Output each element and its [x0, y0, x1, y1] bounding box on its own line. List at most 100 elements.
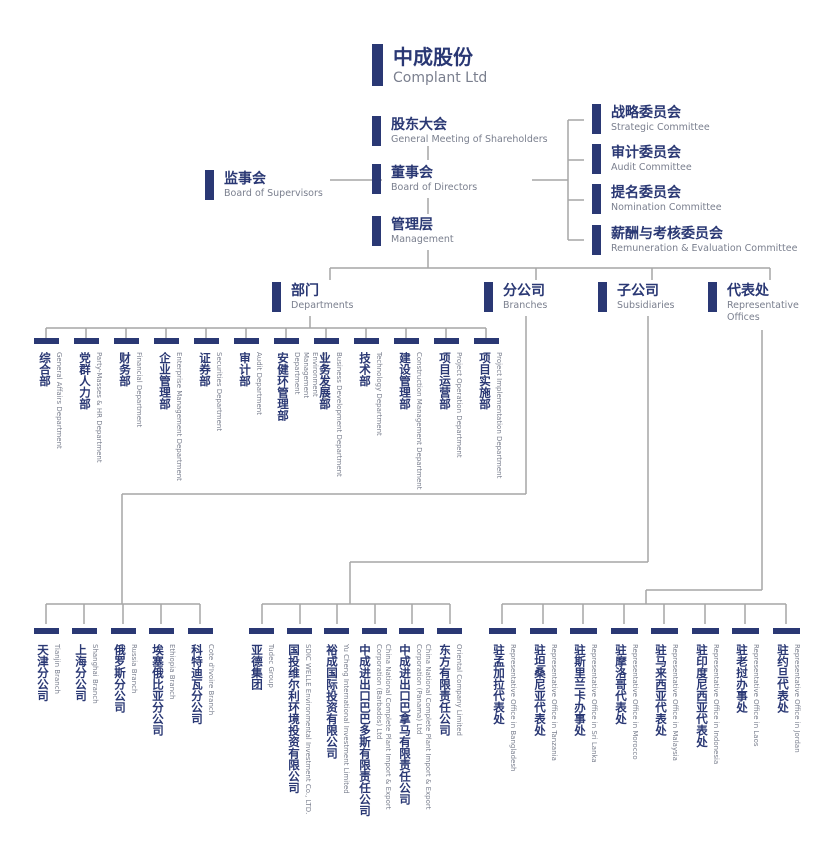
node-label-cn: 股东大会 — [391, 117, 447, 133]
office-name-cn: 驻约旦代表处 — [776, 644, 790, 713]
department-name-en: Project Operation Department — [455, 352, 463, 458]
department-name-en: Financial Department — [135, 352, 143, 428]
subsidiary-item: 中成进出口巴巴多斯有限责任公司 China National Complete … — [358, 644, 392, 834]
node-label-en: Board of Supervisors — [224, 188, 323, 199]
accent-bar — [592, 104, 601, 134]
category-offices: 代表处 Representative Offices — [708, 282, 823, 324]
accent-bar — [592, 184, 601, 214]
company-name-en: Complant Ltd — [393, 70, 488, 86]
committee-remuneration: 薪酬与考核委员会 Remuneration & Evaluation Commi… — [592, 225, 797, 255]
subsidiary-name-en: Tudec Group — [267, 644, 275, 688]
node-label-en: Board of Directors — [391, 182, 478, 193]
office-marker — [489, 628, 516, 634]
office-name-en: Representative Office in Jordan — [793, 644, 801, 753]
branch-name-en: Ethiopia Branch — [168, 644, 176, 700]
branch-item: 天津分公司 Tianjin Branch — [36, 644, 61, 702]
department-name-cn: 安健环管理部 — [276, 352, 290, 421]
department-item: 综合部 General Affairs Department — [38, 352, 63, 449]
department-item: 技术部 Technology Department — [358, 352, 383, 436]
subsidiary-marker — [249, 628, 274, 634]
department-item: 项目运营部 Project Operation Department — [438, 352, 463, 458]
office-item: 驻孟加拉代表处 Representative Office in Banglad… — [492, 644, 517, 771]
node-label-en: Management — [391, 234, 454, 245]
node-label-cn: 董事会 — [391, 165, 433, 181]
department-item: 审计部 Audit Department — [238, 352, 263, 415]
office-name-en: Representative Office in Morocco — [631, 644, 639, 760]
dept-marker — [394, 338, 419, 344]
department-name-en: Enterprise Management Department — [175, 352, 183, 481]
dept-marker — [194, 338, 219, 344]
subsidiary-name-en: China National Complete Plant Import & E… — [375, 644, 392, 810]
department-name-en: Party-Masses & HR Department — [95, 352, 103, 463]
subsidiary-item: 裕成国际投资有限公司 Yu Cheng International Invest… — [325, 644, 350, 794]
accent-bar — [372, 164, 381, 194]
subsidiary-item: 国投维尔利环境投资有限公司 SDIC WELLE Environmental I… — [287, 644, 312, 814]
subsidiary-marker — [399, 628, 424, 634]
board-node: 董事会 Board of Directors — [372, 164, 477, 194]
node-label-cn: 部门 — [291, 283, 319, 299]
node-label-en: Branches — [503, 300, 548, 311]
dept-marker — [154, 338, 179, 344]
department-name-cn: 审计部 — [238, 352, 252, 387]
department-name-en: Technology Department — [375, 352, 383, 436]
subsidiary-name-cn: 亚德集团 — [250, 644, 264, 690]
branch-name-en: Russia Branch — [130, 644, 138, 694]
node-label-en: Nomination Committee — [611, 202, 722, 213]
company-node: 中成股份 Complant Ltd — [372, 44, 487, 86]
node-label-cn: 分公司 — [503, 283, 545, 299]
office-marker — [651, 628, 678, 634]
category-branches: 分公司 Branches — [484, 282, 547, 312]
subsidiary-name-en: SDIC WELLE Environmental Investment Co.,… — [304, 644, 312, 815]
department-item: 业务发展部 Business Development Department — [318, 352, 343, 477]
subsidiary-marker — [287, 628, 312, 634]
department-name-cn: 综合部 — [38, 352, 52, 387]
office-item: 驻约旦代表处 Representative Office in Jordan — [776, 644, 801, 753]
branch-name-cn: 埃塞俄比亚分公司 — [151, 644, 165, 736]
office-name-cn: 驻老挝办事处 — [735, 644, 749, 713]
department-item: 项目实施部 Project Implementation Department — [478, 352, 503, 478]
office-name-cn: 驻印度尼西亚代表处 — [695, 644, 709, 748]
branch-marker — [188, 628, 213, 634]
committee-strategic: 战略委员会 Strategic Committee — [592, 104, 710, 134]
subsidiary-name-cn: 东方有限责任公司 — [438, 644, 452, 736]
office-item: 驻斯里兰卡办事处 Representative Office in Sri La… — [573, 644, 598, 763]
department-item: 建设管理部 Construction Management Department — [398, 352, 423, 490]
subsidiary-name-cn: 中成进出口巴拿马有限责任公司 — [398, 644, 412, 805]
office-marker — [692, 628, 719, 634]
dept-marker — [114, 338, 139, 344]
branch-marker — [149, 628, 174, 634]
office-item: 驻印度尼西亚代表处 Representative Office in Indon… — [695, 644, 720, 764]
accent-bar — [592, 225, 601, 255]
office-item: 驻坦桑尼亚代表处 Representative Office in Tanzan… — [533, 644, 558, 761]
node-label-en: Remuneration & Evaluation Committee — [611, 243, 798, 254]
node-label-cn: 代表处 — [727, 283, 769, 299]
office-name-cn: 驻斯里兰卡办事处 — [573, 644, 587, 736]
node-label-cn: 审计委员会 — [611, 145, 681, 161]
department-name-cn: 项目运营部 — [438, 352, 452, 410]
category-departments: 部门 Departments — [272, 282, 353, 312]
branch-item: 埃塞俄比亚分公司 Ethiopia Branch — [151, 644, 176, 736]
node-label-en: General Meeting of Shareholders — [391, 134, 548, 145]
subsidiary-marker — [437, 628, 462, 634]
office-item: 驻摩洛哥代表处 Representative Office in Morocco — [614, 644, 639, 760]
node-label-en: Departments — [291, 300, 354, 311]
node-label-en: Strategic Committee — [611, 122, 710, 133]
accent-bar — [598, 282, 607, 312]
department-name-en: Audit Department — [255, 352, 263, 415]
department-name-en: Construction Management Department — [415, 352, 423, 490]
office-name-cn: 驻坦桑尼亚代表处 — [533, 644, 547, 736]
branch-name-cn: 俄罗斯分公司 — [113, 644, 127, 713]
office-name-cn: 驻摩洛哥代表处 — [614, 644, 628, 725]
accent-bar — [708, 282, 717, 312]
office-name-en: Representative Office in Indonesia — [712, 644, 720, 765]
node-label-en: Subsidiaries — [617, 300, 675, 311]
branch-marker — [34, 628, 59, 634]
node-label-cn: 子公司 — [617, 283, 659, 299]
department-item: 党群人力部 Party-Masses & HR Department — [78, 352, 103, 463]
subsidiary-name-en: China National Complete Plant Import & E… — [415, 644, 432, 810]
department-name-en: Project Implementation Department — [495, 352, 503, 479]
subsidiary-item: 东方有限责任公司 Oriental Company Limited — [438, 644, 463, 736]
department-name-en: Safety, Health & Environment Management … — [293, 352, 328, 410]
branch-marker — [72, 628, 97, 634]
committee-nomination: 提名委员会 Nomination Committee — [592, 184, 722, 214]
